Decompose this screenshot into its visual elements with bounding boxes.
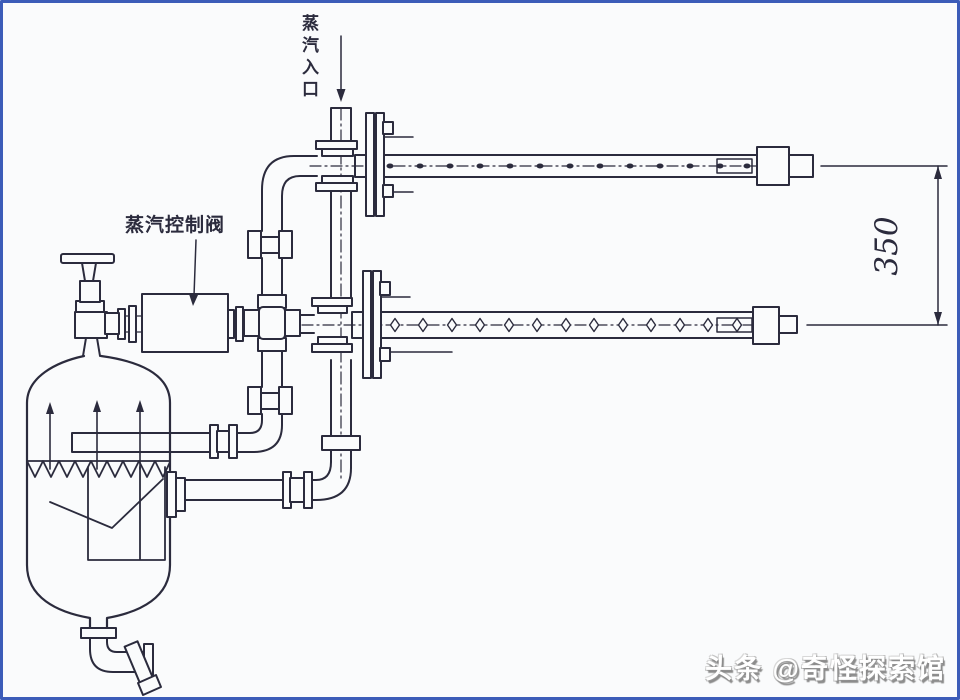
dimension-line-350 xyxy=(934,165,942,326)
riser-to-top-sparger xyxy=(247,155,318,296)
steam-inlet-arrow xyxy=(336,35,346,102)
valve-handle xyxy=(60,253,115,264)
bolt xyxy=(379,281,391,296)
end-coupling xyxy=(756,146,790,186)
end-plug xyxy=(778,315,798,334)
valve-stem xyxy=(81,262,97,282)
sparger-nozzles xyxy=(389,317,743,333)
tee-flange-stack xyxy=(315,140,358,192)
flange xyxy=(227,309,235,339)
valve-body xyxy=(74,311,108,339)
drop-to-vessel-nozzle xyxy=(209,350,293,459)
steam-control-valve-label: 蒸汽控制阀 xyxy=(125,215,226,236)
bolt xyxy=(382,184,394,198)
end-plug xyxy=(788,154,814,178)
flange xyxy=(128,305,137,343)
pipe-union xyxy=(247,386,293,415)
inner-basket xyxy=(87,466,166,561)
pipe-union xyxy=(209,424,238,459)
steam-inlet-label: 蒸汽入口 xyxy=(299,14,318,102)
label-leader-arrow xyxy=(189,239,198,306)
vessel-nozzle-flange xyxy=(175,477,186,512)
drain-assembly xyxy=(80,627,162,696)
pipe-collar xyxy=(321,435,361,451)
sawtooth-distributor xyxy=(26,460,171,478)
bolt xyxy=(382,121,394,135)
internal-baffle xyxy=(49,478,164,529)
dimension-arrow xyxy=(934,312,942,325)
pipe-union xyxy=(247,230,293,259)
valve-outlet xyxy=(104,312,120,335)
steam-inlet-pipe xyxy=(311,107,352,501)
end-coupling xyxy=(752,306,780,345)
flow-arrows xyxy=(46,400,144,470)
pipe-flange-pair xyxy=(365,112,394,217)
tee-flange-stack xyxy=(311,297,353,353)
top-sparger-pipe xyxy=(309,112,948,217)
cross-fitting xyxy=(243,294,315,352)
flange xyxy=(235,306,244,342)
bolt xyxy=(379,347,391,362)
vessel-internals xyxy=(26,460,171,561)
vessel xyxy=(25,354,172,630)
drain-spout-cap xyxy=(137,674,162,696)
bottom-sparger-pipe xyxy=(301,270,948,379)
sparger-holes xyxy=(386,163,751,169)
vessel-nozzle-flange xyxy=(166,471,177,518)
pipe-union xyxy=(282,471,313,509)
watermark-text: 头条 @奇怪探索馆 xyxy=(705,654,946,684)
pipe-flange-pair xyxy=(362,270,391,379)
dimension-350-text: 350 xyxy=(869,216,905,276)
steam-control-valve-box xyxy=(113,293,244,353)
dimension-arrow xyxy=(934,166,942,179)
drain-collar xyxy=(80,627,117,639)
hand-valve xyxy=(60,253,120,357)
lower-pipe-run xyxy=(166,435,361,518)
